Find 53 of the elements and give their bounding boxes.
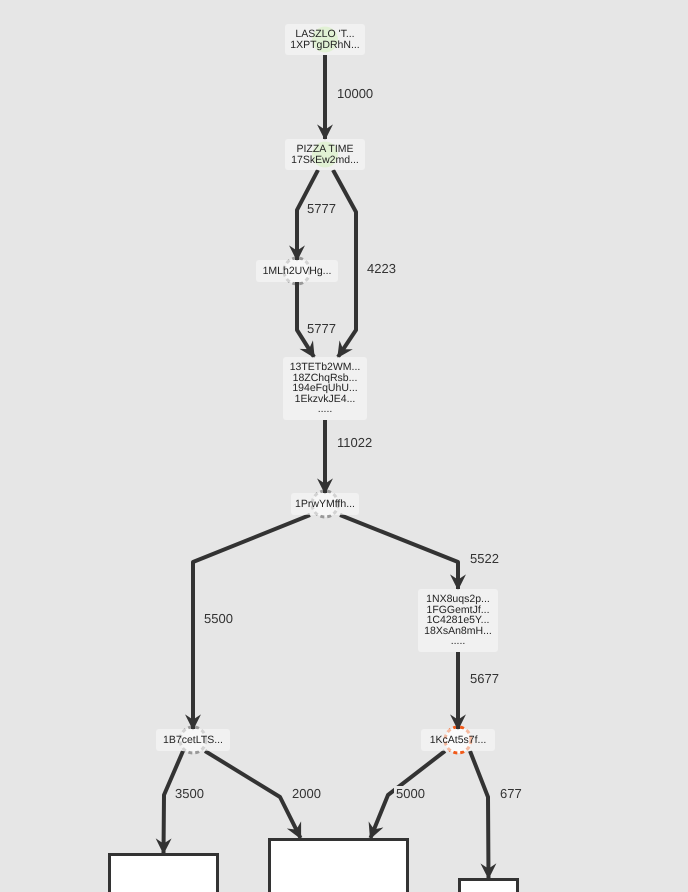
empty-box (458, 878, 519, 892)
edge-label: 3500 (173, 786, 206, 801)
node-text: 1C4281e5Y... (426, 615, 490, 626)
node-text: 18XsAn8mH... (424, 626, 492, 636)
node-text: 1NX8uqs2p... (426, 594, 490, 605)
empty-box (268, 838, 409, 892)
address-label (291, 493, 359, 515)
arrow (289, 169, 320, 262)
address-label (421, 729, 495, 751)
arrow (317, 420, 333, 494)
address-label (285, 139, 365, 170)
arrow (368, 749, 446, 840)
empty-box (108, 853, 219, 892)
edge-label: 10000 (335, 86, 376, 101)
edge-label: 5500 (202, 611, 235, 626)
arrow (156, 750, 185, 854)
node-text: LASZLO 'T... (295, 29, 355, 40)
node-text: 1XPTgDRhN... (290, 40, 360, 50)
arrow (204, 749, 302, 840)
node-text: 1PrwYMffh... (295, 498, 355, 510)
node-text: ..... (450, 636, 466, 647)
node-text: 18ZChqRsb... (292, 372, 358, 384)
edge-label: 11022 (335, 435, 374, 450)
address-label (283, 357, 367, 420)
arrow (339, 513, 466, 590)
edge-label: 5522 (468, 551, 501, 566)
address-label (156, 729, 230, 751)
edge-label: 2000 (290, 786, 323, 801)
node-text: 1EkzvkJE4... (294, 394, 356, 404)
edge-label: 4223 (365, 261, 398, 276)
node-text: 17SkEw2md... (291, 154, 359, 165)
node-text: 1FGGemtJf... (426, 604, 490, 616)
arrow (185, 513, 311, 730)
arrow (468, 750, 496, 880)
node-text: 194eFqUhU... (292, 383, 358, 394)
edge-label: 5777 (305, 201, 338, 216)
node-text: PIZZA TIME (296, 144, 354, 154)
node-text: 1KcAt5s7f... (430, 734, 486, 746)
node-text: ..... (318, 404, 332, 415)
node-text: 1B7cetLTS... (163, 734, 223, 746)
address-label (418, 589, 498, 652)
address-label (256, 260, 338, 282)
arrow (331, 169, 358, 358)
edge-label: 677 (498, 786, 524, 801)
address-label (285, 24, 365, 55)
node-text: 1MLh2UVHg... (262, 266, 332, 276)
arrow (295, 282, 316, 358)
edge-label: 5777 (305, 321, 338, 336)
edge-label: 5000 (394, 786, 427, 801)
edge-label: 5677 (468, 671, 501, 686)
arrow (450, 652, 466, 730)
arrow (317, 55, 333, 140)
node-text: 13TETb2WM... (290, 362, 360, 373)
